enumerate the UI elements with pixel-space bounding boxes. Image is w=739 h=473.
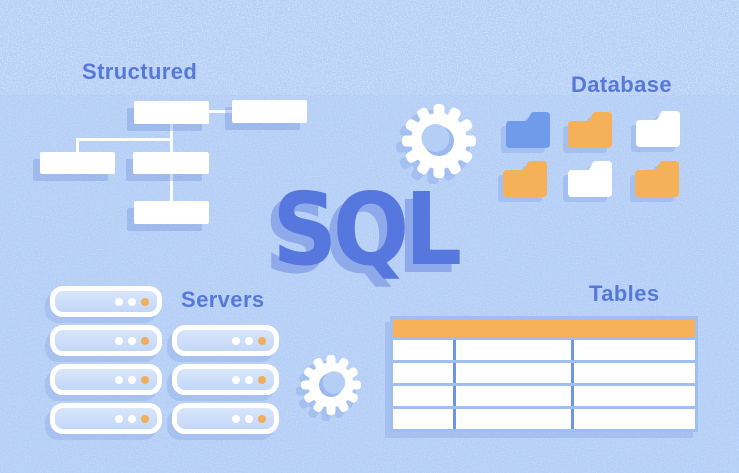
- table-cell: [393, 409, 456, 429]
- server-led-dots: [115, 297, 149, 306]
- server-led-dot-white: [115, 375, 123, 384]
- table-cell: [574, 409, 695, 429]
- server-led-dot-orange: [141, 297, 149, 306]
- flowchart-connector: [170, 122, 173, 153]
- server-led-dot-orange: [258, 375, 266, 384]
- folder-body: [506, 112, 550, 148]
- server-unit: [172, 364, 279, 395]
- folder-body: [503, 161, 547, 197]
- folder-shadow: [563, 166, 607, 202]
- server-led-dot-orange: [141, 414, 149, 423]
- server-unit: [50, 286, 162, 317]
- flowchart-connector: [76, 138, 173, 141]
- database-label: Database: [571, 72, 673, 97]
- flowchart-box: [40, 152, 115, 174]
- server-unit: [172, 325, 279, 356]
- flowchart-connector: [170, 173, 173, 202]
- server-led-dots: [115, 414, 149, 423]
- server-led-dot-orange: [258, 414, 266, 423]
- servers-label: Servers: [181, 287, 265, 312]
- server-led-dot-white: [115, 297, 123, 306]
- table-row: [393, 383, 695, 406]
- folder-icon-orange: [630, 161, 679, 202]
- table-cell: [393, 363, 456, 383]
- folder-shadow: [563, 117, 607, 153]
- gear-icon-small: [296, 355, 361, 421]
- table-cell: [456, 386, 574, 406]
- server-unit: [50, 325, 162, 356]
- server-stack-left: [50, 286, 162, 442]
- flowchart-connector: [207, 110, 234, 113]
- flowchart-box: [133, 152, 209, 174]
- table-row: [393, 406, 695, 429]
- server-led-dot-orange: [141, 336, 149, 345]
- folder-icon-white: [631, 111, 680, 152]
- server-led-dot-white: [232, 375, 240, 384]
- server-led-dot-orange: [258, 336, 266, 345]
- flowchart-connector: [76, 140, 79, 153]
- server-led-dot-white: [115, 414, 123, 423]
- table-cell: [456, 340, 574, 360]
- server-stack-right: [172, 325, 279, 442]
- folder-body: [636, 111, 680, 147]
- folder-shadow: [501, 117, 545, 153]
- server-led-dot-white: [245, 336, 253, 345]
- server-unit: [172, 403, 279, 434]
- server-led-dot-white: [245, 375, 253, 384]
- server-led-dot-white: [232, 336, 240, 345]
- table-cell: [393, 386, 456, 406]
- server-led-dot-white: [128, 414, 136, 423]
- table-cell: [393, 340, 456, 360]
- server-led-dot-white: [115, 336, 123, 345]
- folder-shadow: [631, 116, 675, 152]
- folder-icon-orange: [563, 112, 612, 153]
- table-row: [393, 360, 695, 383]
- table-cell: [574, 363, 695, 383]
- server-led-dots: [232, 375, 266, 384]
- flowchart-box: [232, 100, 307, 123]
- table-cell: [574, 340, 695, 360]
- folder-shadow: [630, 166, 674, 202]
- folder-body: [568, 161, 612, 197]
- server-led-dot-white: [232, 414, 240, 423]
- folder-body: [635, 161, 679, 197]
- server-led-dot-white: [128, 336, 136, 345]
- database-table: [390, 316, 698, 432]
- server-unit: [50, 403, 162, 434]
- server-led-dot-orange: [141, 375, 149, 384]
- folder-body: [568, 112, 612, 148]
- folder-shadow: [498, 166, 542, 202]
- flowchart-box: [134, 201, 209, 224]
- server-led-dots: [232, 414, 266, 423]
- table-cell: [456, 409, 574, 429]
- server-unit: [50, 364, 162, 395]
- flowchart-box: [134, 101, 209, 124]
- structured-label: Structured: [82, 59, 198, 84]
- server-led-dots: [115, 336, 149, 345]
- server-led-dot-white: [128, 375, 136, 384]
- server-led-dots: [115, 375, 149, 384]
- table-header-row: [393, 319, 695, 337]
- table-cell: [574, 386, 695, 406]
- tables-label: Tables: [589, 281, 660, 306]
- table-cell: [456, 363, 574, 383]
- folder-icon-blue: [501, 112, 550, 153]
- server-led-dot-white: [128, 297, 136, 306]
- server-led-dots: [232, 336, 266, 345]
- table-row: [393, 337, 695, 360]
- gear-icon-large: [396, 104, 476, 184]
- server-led-dot-white: [245, 414, 253, 423]
- folder-icon-orange: [498, 161, 547, 202]
- sql-title: SQL: [272, 171, 462, 288]
- folder-icon-white: [563, 161, 612, 202]
